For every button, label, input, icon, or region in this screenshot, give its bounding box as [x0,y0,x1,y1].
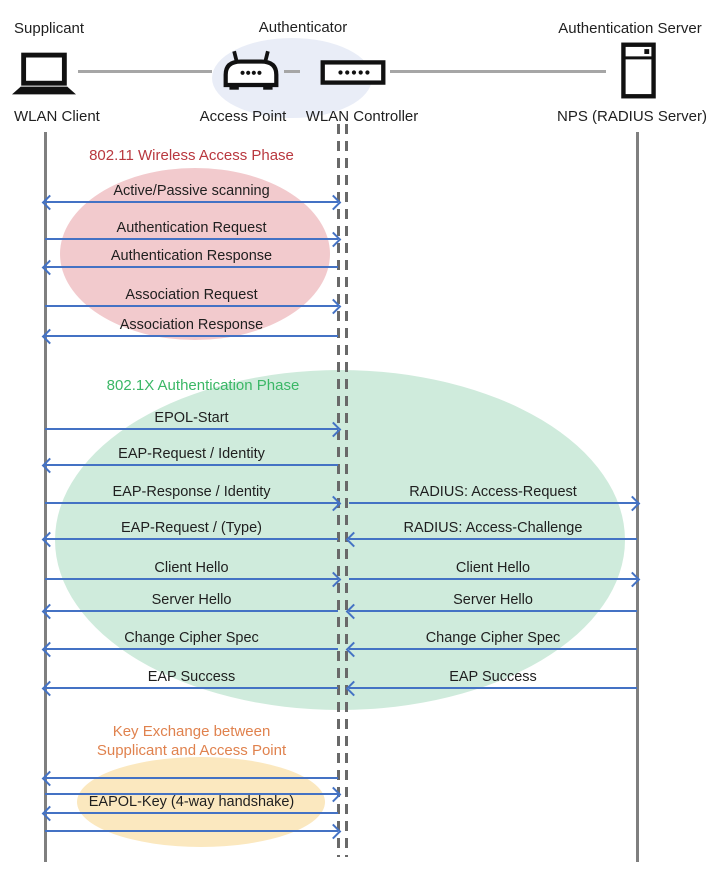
arrow-right [45,823,342,840]
message-authentication-response: Authentication Response [41,248,338,276]
role-label-authenticator: Authenticator [258,19,348,36]
arrow-left [41,328,338,345]
message-label: RADIUS: Access-Challenge [403,520,583,536]
node-label-wlan-client: WLAN Client [14,108,100,125]
message-label: Client Hello [455,560,531,576]
message-label: Association Response [119,317,264,333]
message-client-hello-right: Client Hello [349,560,641,588]
arrow-right [45,495,342,512]
message-label: Server Hello [453,592,533,608]
access-point-icon [221,49,281,91]
arrow-right [45,786,342,803]
arrow-left [41,603,338,620]
arrow-left [345,680,637,697]
role-label-supplicant: Supplicant [14,20,85,37]
message-client-hello-left: Client Hello [45,560,342,588]
arrow-left [41,641,338,658]
lifeline-wlan-client [44,132,47,862]
message-association-request: Association Request [45,287,342,315]
message-eap-request-type: EAP-Request / (Type) [41,520,338,548]
message-label: EAP-Request / Identity [118,446,265,462]
phase-ellipse-authentication [55,370,625,710]
connector-controller-server [390,70,606,73]
message-label: Client Hello [154,560,229,576]
arrow-left [345,603,637,620]
message-label: Change Cipher Spec [425,630,561,646]
message-radius-access-request: RADIUS: Access-Request [349,484,641,512]
arrow-right [45,421,342,438]
message-active-passive-scanning: Active/Passive scanning [41,183,342,211]
arrow-left [345,531,637,548]
message-label: EAPOL-Key (4-way handshake) [88,794,295,810]
message-label: Authentication Response [110,248,273,264]
message-label: EPOL-Start [154,410,229,426]
arrow-left [345,641,637,658]
connector-ap-controller [284,70,300,73]
connector-client-ap [78,70,212,73]
arrow-left [41,259,338,276]
arrow-both [41,194,342,211]
phase-ellipse-wireless-access [60,168,330,340]
message-eap-success-left: EAP Success [41,669,338,697]
message-label: Server Hello [151,592,232,608]
message-label: EAP-Request / (Type) [120,520,263,536]
message-label: EAP Success [449,669,537,685]
arrow-right [349,495,641,512]
message-radius-access-challenge: RADIUS: Access-Challenge [345,520,637,548]
phase-ellipse-key-exchange [77,757,325,847]
message-label: Authentication Request [116,220,267,236]
message-change-cipher-spec-right: Change Cipher Spec [345,630,637,658]
arrow-right [349,571,641,588]
server-icon [621,42,656,99]
message-label: Active/Passive scanning [113,183,270,199]
message-label: Change Cipher Spec [124,630,259,646]
arrow-left [41,531,338,548]
message-eap-request-identity: EAP-Request / Identity [41,446,338,474]
message-change-cipher-spec-left: Change Cipher Spec [41,630,338,658]
message-association-response: Association Response [41,317,338,345]
lifeline-controller-dash-left [337,124,340,857]
node-label-nps-radius-server: NPS (RADIUS Server) [556,108,708,125]
role-label-authentication-server: Authentication Server [558,20,702,37]
arrow-right [45,298,342,315]
arrow-left [41,457,338,474]
lifeline-nps-server [636,132,639,862]
node-label-access-point: Access Point [199,108,287,125]
arrow-left [41,770,338,787]
message-label: Association Request [125,287,258,303]
message-server-hello-right: Server Hello [345,592,637,620]
laptop-icon [12,52,76,96]
message-label: RADIUS: Access-Request [409,484,577,500]
message-eap-response-identity: EAP-Response / Identity [45,484,342,512]
message-authentication-request: Authentication Request [45,220,342,248]
arrow-right [45,231,342,248]
wlan-controller-icon [320,60,386,85]
message-eap-success-right: EAP Success [345,669,637,697]
arrow-left [41,680,338,697]
message-epol-start: EPOL-Start [45,410,342,438]
message-label: EAP-Response / Identity [112,484,271,500]
message-server-hello-left: Server Hello [41,592,338,620]
phase-title-key-exchange: Key Exchange between Supplicant and Acce… [96,723,287,759]
arrow-left [41,805,338,822]
arrow-right [45,571,342,588]
lifeline-controller-dash-right [345,124,348,857]
message-label: EAP Success [147,669,236,685]
message-eapol-key-handshake: EAPOL-Key (4-way handshake) [41,794,338,822]
node-label-wlan-controller: WLAN Controller [305,108,419,125]
phase-title-wireless-access: 802.11 Wireless Access Phase [89,147,294,164]
phase-title-authentication: 802.1X Authentication Phase [106,377,300,394]
